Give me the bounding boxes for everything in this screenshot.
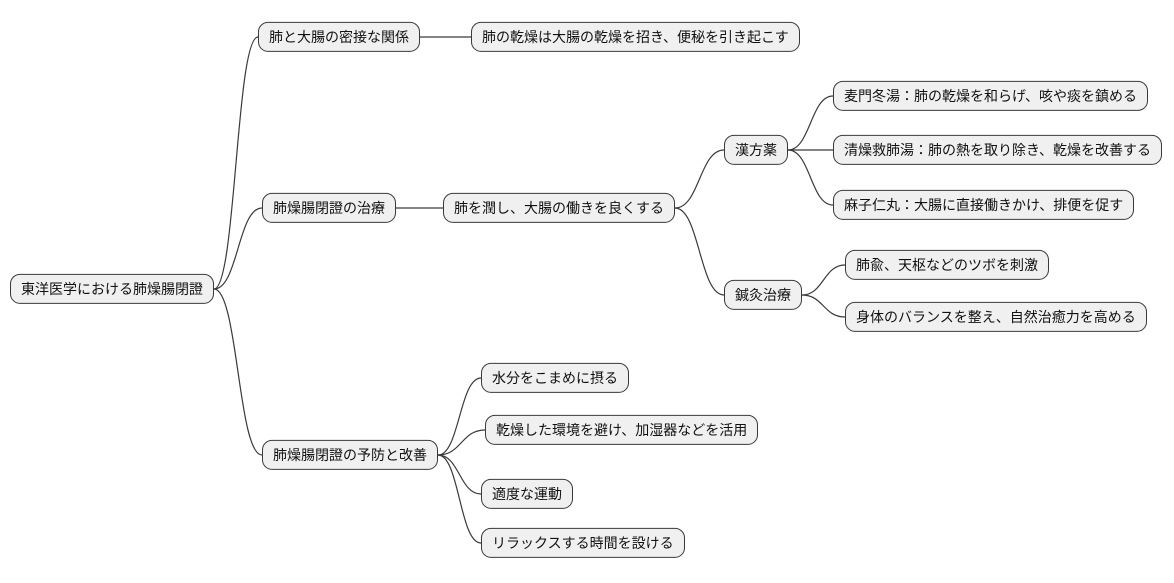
node-prevention-improvement: 肺燥腸閉證の予防と改善 [262, 439, 438, 471]
node-moisten-lung-improve-intestine: 肺を潤し、大腸の働きを良くする [443, 192, 675, 224]
node-body-balance-natural-healing: 身体のバランスを整え、自然治癒力を高める [845, 301, 1147, 333]
mindmap-edge [787, 149, 834, 206]
node-root-topic: 東洋医学における肺燥腸閉證 [10, 273, 214, 305]
node-acupuncture-moxibustion: 鍼灸治療 [724, 279, 802, 311]
mindmap-edge [674, 207, 725, 296]
node-kampo-mashiningan: 麻子仁丸：大腸に直接働きかけ、排便を促す [833, 189, 1135, 221]
node-kampo-seisokyuhaito: 清燥救肺湯：肺の熱を取り除き、乾燥を改善する [833, 134, 1163, 166]
node-frequent-hydration: 水分をこまめに摂る [481, 362, 629, 394]
mindmap-edge [437, 454, 482, 544]
node-treatment: 肺燥腸閉證の治療 [262, 192, 396, 224]
node-stimulate-acupoints: 肺兪、天枢などのツボを刺激 [845, 249, 1049, 281]
mindmap-edge [787, 95, 834, 151]
node-kampo-bakumondoto: 麦門冬湯：肺の乾燥を和らげ、咳や痰を鎮める [833, 80, 1149, 112]
node-avoid-dry-environment-humidifier: 乾燥した環境を避け、加湿器などを活用 [485, 414, 759, 446]
mindmap-edge [674, 149, 725, 209]
mindmap-edge [437, 429, 486, 456]
node-moderate-exercise: 適度な運動 [481, 478, 573, 510]
node-kampo-medicine: 漢方薬 [724, 134, 788, 166]
mindmap-edge [213, 207, 263, 290]
mindmap-edge [801, 294, 846, 318]
mindmap-edge [213, 288, 263, 456]
mindmap-edge [437, 377, 482, 456]
mindmap-edge [213, 36, 259, 290]
node-dryness-causes-constipation: 肺の乾燥は大腸の乾燥を招き、便秘を引き起こす [471, 21, 800, 53]
node-relaxation-time: リラックスする時間を設ける [481, 527, 685, 559]
mindmap-edge [801, 264, 846, 296]
node-lung-intestine-relation: 肺と大腸の密接な関係 [258, 21, 420, 53]
mindmap-edge [437, 454, 482, 495]
